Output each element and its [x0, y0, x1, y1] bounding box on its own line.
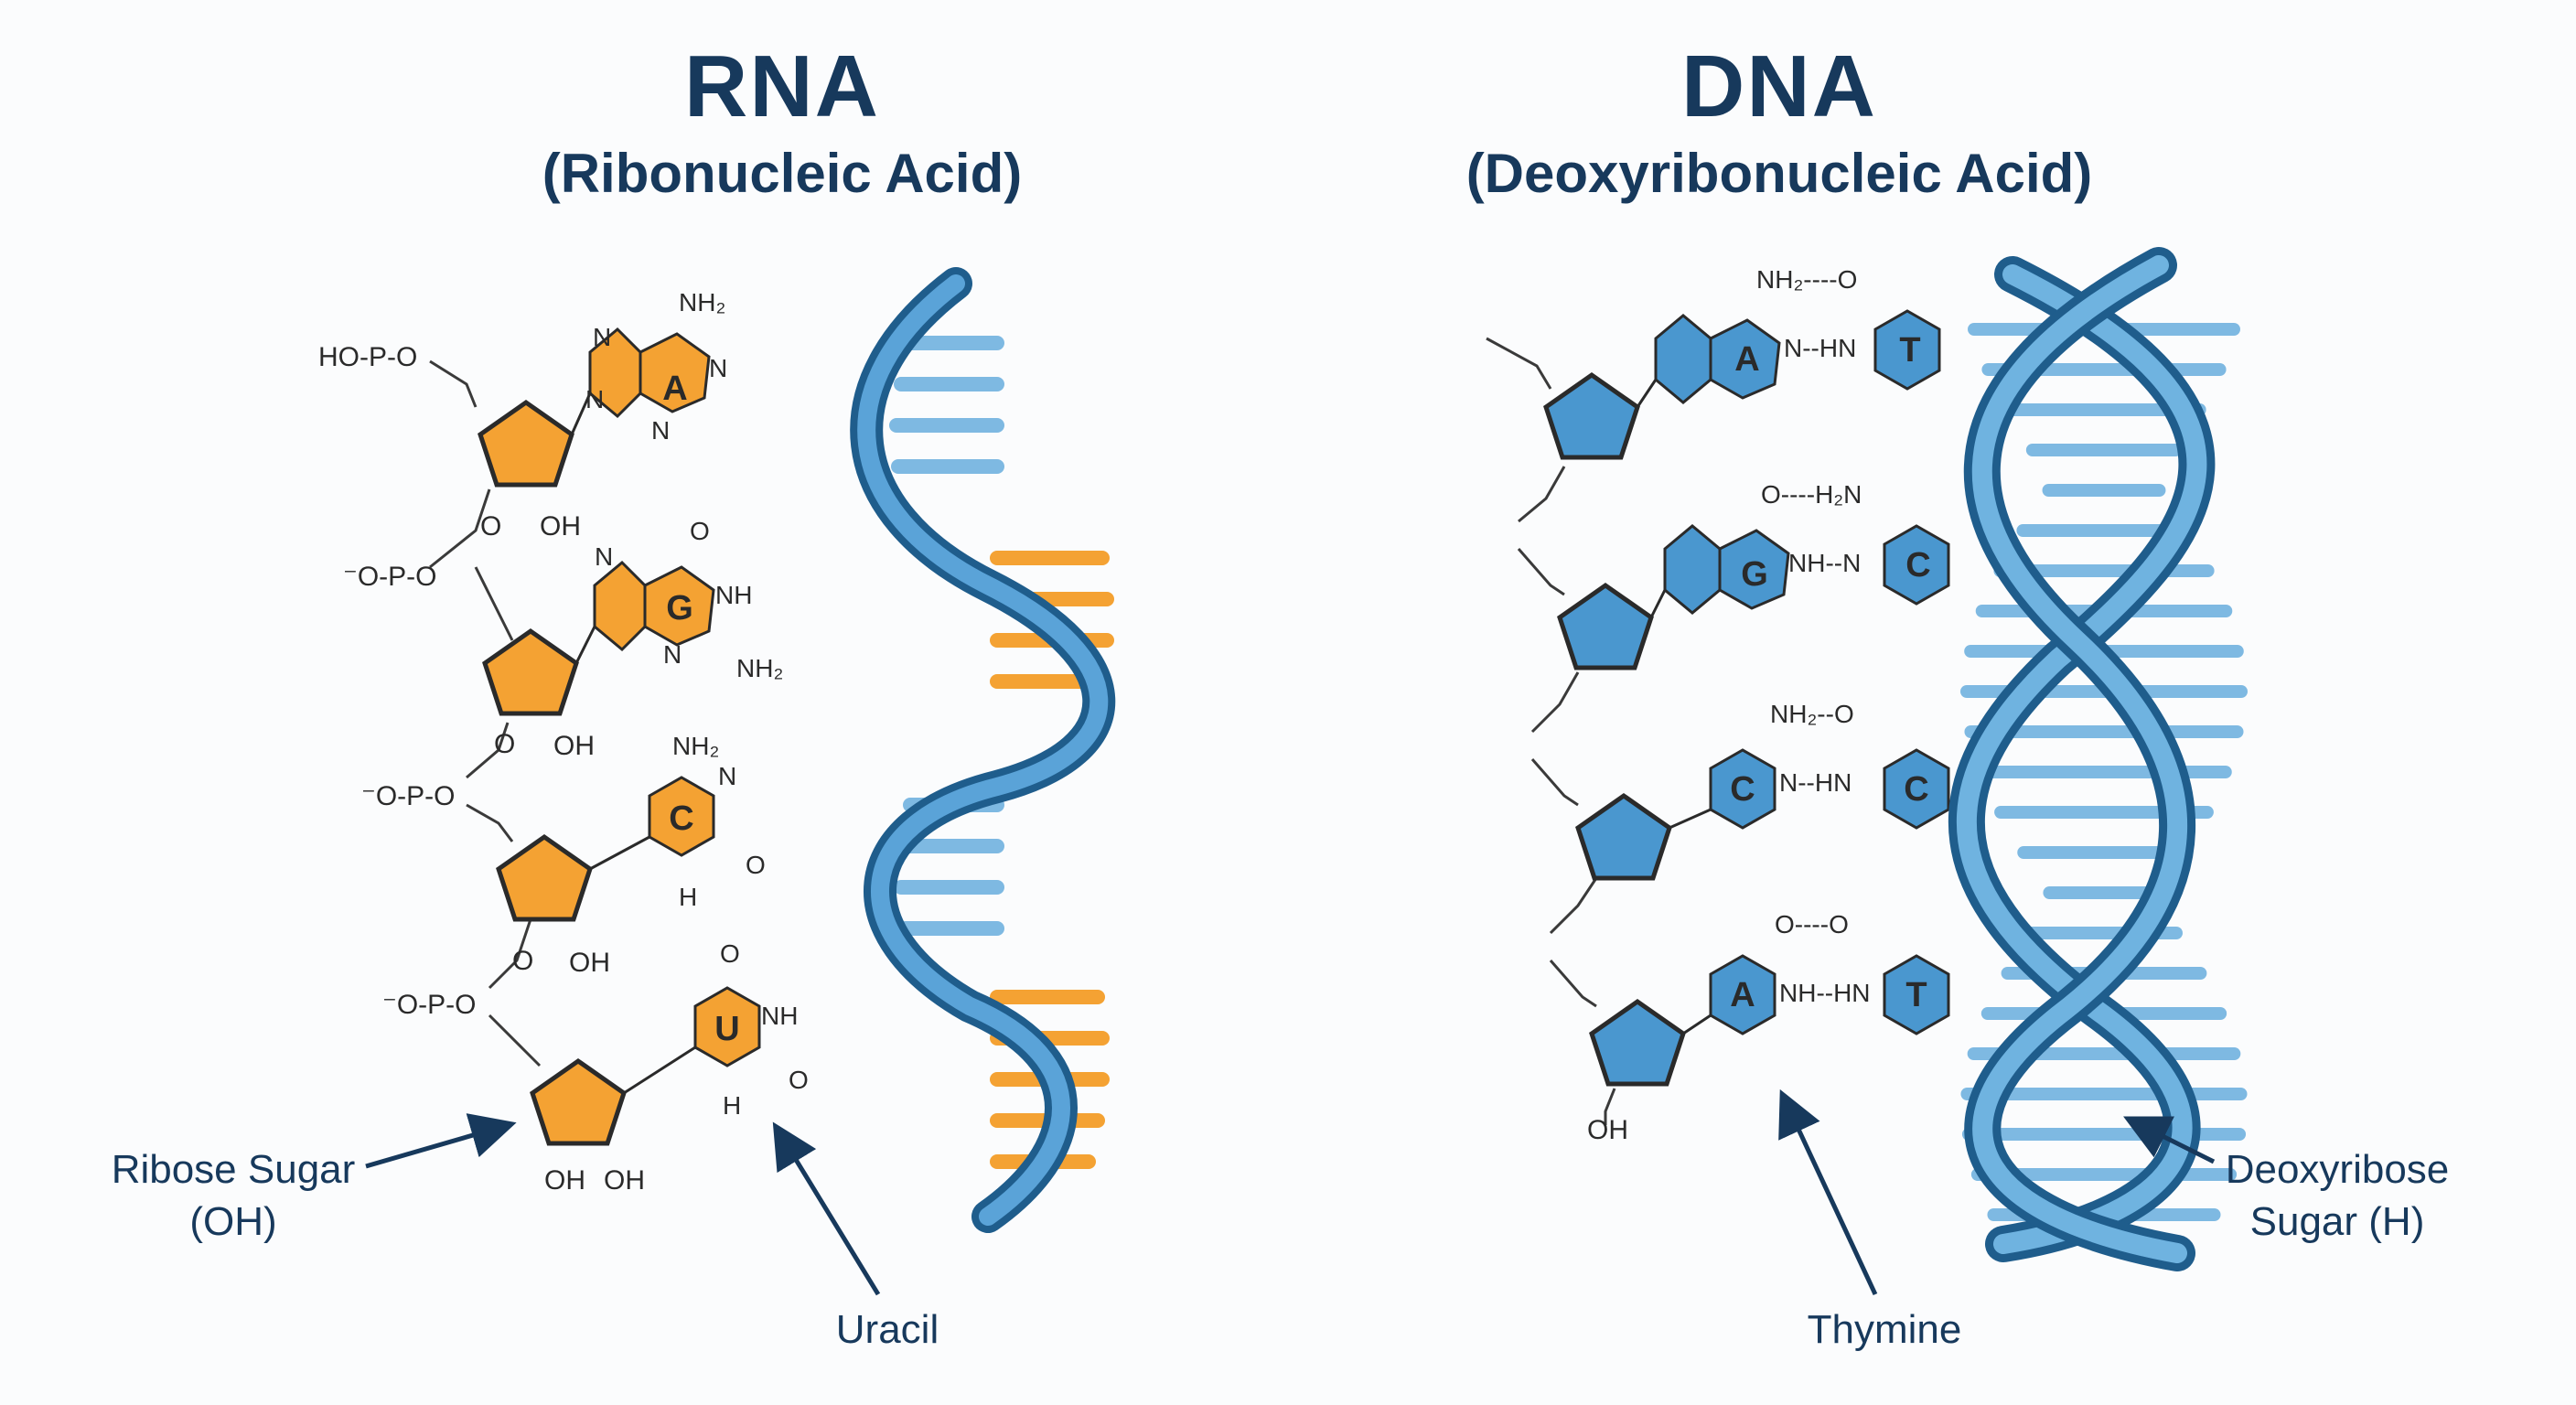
dna-bases	[1654, 309, 1950, 1035]
svg-text:O: O	[690, 517, 710, 545]
deoxyribose-sugar-note: Sugar (H)	[2249, 1199, 2425, 1245]
deoxyribose-callout-arrow	[2123, 1116, 2216, 1164]
ribose-sugar-callout: Ribose Sugar (OH)	[82, 1143, 384, 1248]
dna-base-letter: A	[1734, 340, 1759, 379]
hydrogen-bond-label: N--HN	[1784, 334, 1856, 362]
svg-text:NH₂: NH₂	[736, 654, 783, 682]
deoxyribose-ring	[1589, 998, 1686, 1087]
svg-text:H: H	[723, 1091, 741, 1120]
ribose-callout-arrow	[365, 1113, 517, 1169]
dna-base-letter: C	[1730, 770, 1755, 809]
hydrogen-bond-label: NH₂--O	[1770, 700, 1854, 728]
phosphate-label: ⁻O-P-O	[361, 781, 456, 811]
dna-nucleotide-chain	[1486, 337, 1616, 1125]
svg-text:NH₂: NH₂	[672, 732, 719, 760]
svg-text:NH: NH	[761, 1002, 798, 1030]
rna-bases	[588, 327, 761, 1067]
svg-text:O: O	[789, 1066, 809, 1094]
uracil-callout: Uracil	[835, 1307, 939, 1352]
thymine-callout-arrow	[1778, 1089, 1878, 1296]
ribose-ring	[478, 399, 574, 488]
dna-base-letter: T	[1899, 331, 1920, 370]
svg-text:N: N	[663, 640, 682, 669]
ribose-ring	[496, 833, 593, 922]
svg-text:O: O	[494, 729, 515, 759]
rna-base-letter: G	[666, 589, 693, 627]
dna-hydroxyl-label: OH	[1587, 1115, 1628, 1145]
base-guanine-ring	[593, 560, 647, 652]
hydrogen-bond-label: O----O	[1775, 910, 1849, 938]
svg-text:OH: OH	[569, 948, 610, 978]
dna-subtitle: (Deoxyribonucleic Acid)	[1465, 143, 2093, 204]
ribose-ring	[482, 627, 579, 716]
hydrogen-bond-label: NH₂----O	[1756, 265, 1857, 294]
hydrogen-bond-label: NH--HN	[1779, 979, 1871, 1007]
phosphate-label: ⁻O-P-O	[343, 562, 437, 592]
deoxyribose-ring	[1575, 792, 1672, 881]
svg-text:O: O	[480, 511, 501, 542]
svg-text:O: O	[746, 851, 766, 879]
svg-text:N: N	[651, 416, 670, 445]
phosphate-label: ⁻O-P-O	[382, 990, 477, 1020]
phosphate-label: HO-P-O	[318, 342, 417, 372]
svg-text:N: N	[595, 542, 613, 571]
rna-nucleotide-chain	[429, 359, 542, 1067]
svg-text:NH: NH	[715, 581, 752, 609]
deoxyribose-ring	[1557, 582, 1654, 670]
uracil-callout-arrow	[772, 1121, 881, 1296]
svg-text:N: N	[718, 762, 736, 790]
ribose-sugar-note: (OH)	[189, 1199, 277, 1245]
dna-deoxyribose-sugars	[1543, 371, 1686, 1087]
hydrogen-bond-label: O----H₂N	[1761, 480, 1862, 509]
dna-base-letter: C	[1905, 546, 1930, 585]
svg-text:N: N	[709, 354, 727, 382]
dna-title: DNA	[1681, 38, 1877, 135]
ribose-sugar-label: Ribose Sugar	[111, 1147, 356, 1192]
svg-text:H: H	[679, 883, 697, 911]
svg-text:OH: OH	[540, 511, 581, 542]
hydrogen-bond-label: NH--N	[1788, 549, 1861, 577]
rna-amine-label: NH₂	[679, 288, 725, 316]
deoxyribose-sugar-label: Deoxyribose	[2225, 1147, 2450, 1192]
svg-text:OH: OH	[544, 1165, 585, 1196]
ribose-ring	[530, 1057, 627, 1146]
dna-base-letter: G	[1741, 555, 1768, 594]
svg-text:O: O	[512, 946, 533, 976]
rna-base-letter: A	[662, 370, 687, 408]
thymine-callout: Thymine	[1807, 1307, 1962, 1352]
rna-helix	[850, 267, 1116, 1233]
svg-text:OH: OH	[553, 731, 595, 761]
rna-base-letter: C	[669, 799, 693, 838]
svg-text:N: N	[593, 323, 611, 351]
svg-text:N: N	[585, 385, 604, 413]
rna-base-letter: U	[714, 1010, 739, 1048]
rna-ribose-sugars	[478, 399, 627, 1146]
rna-title: RNA	[684, 38, 880, 135]
deoxyribose-sugar-callout: Deoxyribose Sugar (H)	[2195, 1143, 2479, 1248]
hydrogen-bond-label: N--HN	[1779, 768, 1852, 797]
svg-text:OH: OH	[604, 1165, 645, 1196]
dna-base-letter: C	[1904, 770, 1928, 809]
svg-text:O: O	[720, 939, 740, 968]
dna-double-helix	[1948, 247, 2248, 1271]
deoxyribose-ring	[1543, 371, 1640, 460]
dna-base-letter: A	[1730, 976, 1755, 1014]
rna-subtitle: (Ribonucleic Acid)	[542, 143, 1023, 204]
dna-base-letter: T	[1905, 976, 1927, 1014]
